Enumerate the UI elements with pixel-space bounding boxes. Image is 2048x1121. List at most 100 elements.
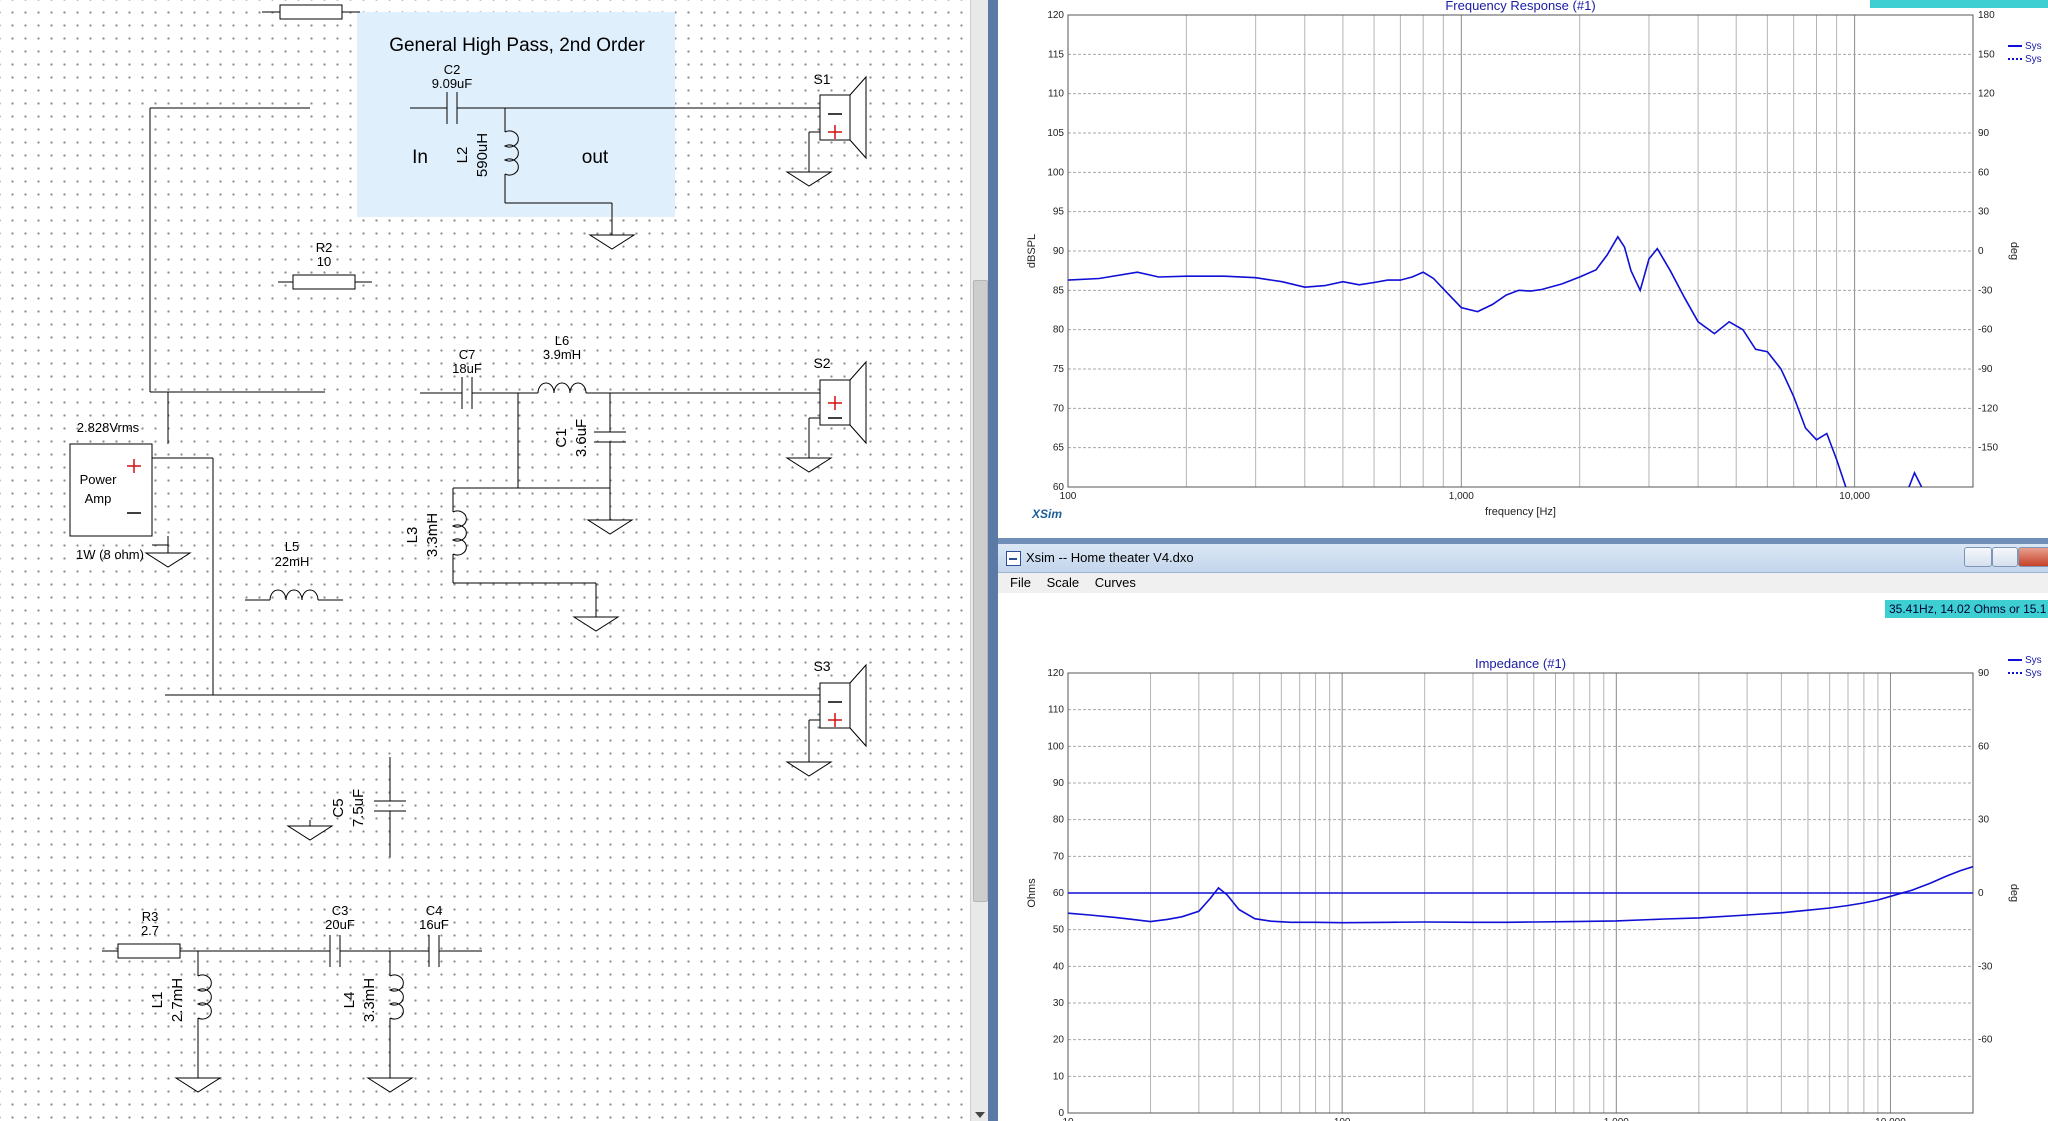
inductor-l2[interactable]	[503, 108, 613, 235]
capacitor-c3[interactable]	[329, 935, 429, 967]
capacitor-c1[interactable]	[594, 393, 626, 520]
y2-tick-label: 90	[1978, 668, 1990, 679]
amp-voltage: 2.828Vrms	[77, 420, 140, 435]
capacitor-c5[interactable]	[374, 757, 406, 857]
y2-tick-label: 60	[1978, 741, 1990, 752]
impedance-window[interactable]: Xsim -- Home theater V4.dxo File Scale C…	[998, 544, 2048, 1121]
schematic-canvas[interactable]: General High Pass, 2nd Order In out C2 9…	[0, 0, 970, 1121]
schematic-drawing: General High Pass, 2nd Order In out C2 9…	[69, 4, 867, 1093]
speaker-s3[interactable]	[808, 663, 867, 762]
r3-value: 2.7	[141, 923, 159, 938]
c7-value: 18uF	[452, 361, 482, 376]
l6-name: L6	[555, 333, 569, 348]
l3-name: L3	[404, 527, 421, 544]
window-title: Xsim -- Home theater V4.dxo	[1026, 550, 1194, 565]
impedance-chart[interactable]: 0102030405060708090100110120-60-30030609…	[998, 593, 2048, 1121]
y-tick-label: 40	[1053, 961, 1065, 972]
l2-value: 590uH	[474, 133, 491, 177]
maximize-icon[interactable]	[1992, 547, 2018, 567]
resistor-top[interactable]	[262, 4, 360, 20]
y-tick-label: 110	[1048, 705, 1064, 716]
y2-tick-label: -150	[1978, 443, 1998, 454]
amp-power: 1W (8 ohm)	[76, 547, 144, 562]
y2-tick-label: 30	[1978, 815, 1990, 826]
ground-symbol	[145, 546, 191, 568]
legend-label: Sys	[2025, 41, 2042, 52]
vertical-scrollbar[interactable]	[970, 0, 989, 1121]
l1-value: 2.7mH	[169, 978, 186, 1022]
window-titlebar[interactable]: Xsim -- Home theater V4.dxo	[998, 544, 2048, 573]
xsim-app-icon	[1006, 551, 1021, 566]
y-tick-label: 60	[1053, 888, 1065, 899]
speaker-s2-label: S2	[813, 355, 830, 371]
y-tick-label: 105	[1047, 128, 1064, 139]
ground-symbol	[587, 513, 633, 535]
y-tick-label: 100	[1047, 167, 1064, 178]
y-tick-label: 90	[1053, 778, 1065, 789]
menu-file[interactable]: File	[1010, 575, 1031, 590]
resistor-r2[interactable]	[278, 274, 372, 290]
menu-bar: File Scale Curves	[998, 573, 2048, 593]
y-tick-label: 75	[1053, 364, 1065, 375]
c1-name: C1	[553, 428, 570, 447]
legend-entry: Sys	[2008, 654, 2042, 667]
ground-symbol	[573, 610, 619, 632]
power-amp[interactable]	[69, 443, 169, 553]
series-line	[1068, 235, 1923, 487]
menu-scale[interactable]: Scale	[1046, 575, 1080, 590]
speaker-s1[interactable]	[808, 75, 867, 172]
x-tick-label: 1,000	[1604, 1117, 1629, 1121]
capacitor-c7[interactable]	[420, 377, 538, 409]
x-axis-label: frequency [Hz]	[1485, 506, 1556, 518]
imp-legend: Sys Sys	[2008, 654, 2042, 680]
c5-name: C5	[330, 798, 347, 817]
inductor-l6[interactable]	[537, 382, 820, 394]
inductor-l5[interactable]	[245, 589, 343, 601]
l4-value: 3.3mH	[361, 978, 378, 1022]
y-tick-label: 120	[1047, 10, 1064, 21]
c3-value: 20uF	[325, 917, 355, 932]
legend-label: Sys	[2025, 54, 2042, 65]
freq-cursor-readout	[1870, 0, 2048, 8]
y2-tick-label: -60	[1978, 325, 1993, 336]
y2-tick-label: -90	[1978, 364, 1993, 375]
high-pass-block[interactable]	[357, 12, 675, 217]
imp-cursor-readout: 35.41Hz, 14.02 Ohms or 15.1	[1885, 600, 2048, 618]
y2-tick-label: 90	[1978, 128, 1990, 139]
inductor-l4[interactable]	[388, 951, 404, 1078]
hp-in-label: In	[412, 147, 428, 168]
scrollbar-thumb[interactable]	[973, 280, 988, 902]
r2-value: 10	[317, 254, 331, 269]
capacitor-c4[interactable]	[428, 935, 482, 967]
minimize-icon[interactable]	[1964, 547, 1992, 567]
y-tick-label: 115	[1048, 49, 1064, 60]
l1-name: L1	[149, 992, 166, 1009]
y2-tick-label: 30	[1978, 207, 1990, 218]
frequency-response-chart[interactable]: 6065707580859095100105110115120-150-120-…	[998, 0, 2048, 538]
ground-symbol	[589, 228, 635, 250]
y-tick-label: 70	[1053, 851, 1065, 862]
scroll-down-arrow-icon[interactable]	[975, 1112, 985, 1118]
close-icon[interactable]	[2018, 547, 2048, 567]
resistor-r3[interactable]	[102, 943, 330, 959]
l5-name: L5	[285, 539, 299, 554]
series-line	[1068, 865, 1973, 924]
speaker-s3-label: S3	[813, 658, 830, 674]
freq-legend: Sys Sys	[2008, 40, 2042, 66]
ground-symbol	[786, 165, 832, 187]
plot-frame	[1067, 14, 1974, 488]
menu-curves[interactable]: Curves	[1094, 575, 1136, 590]
capacitor-c2[interactable]	[410, 92, 820, 124]
chart-title: Impedance (#1)	[1475, 656, 1566, 671]
speaker-s2[interactable]	[808, 360, 867, 458]
inductor-l1[interactable]	[196, 951, 212, 1078]
chart-title: Frequency Response (#1)	[1445, 0, 1595, 13]
y2-tick-label: 60	[1978, 167, 1990, 178]
y-tick-label: 120	[1047, 668, 1064, 679]
y-axis-label: dBSPL	[1026, 234, 1038, 268]
inductor-l3[interactable]	[451, 488, 597, 617]
c5-value: 7.5uF	[350, 789, 367, 827]
c4-value: 16uF	[419, 917, 449, 932]
x-tick-label: 100	[1334, 1117, 1351, 1121]
